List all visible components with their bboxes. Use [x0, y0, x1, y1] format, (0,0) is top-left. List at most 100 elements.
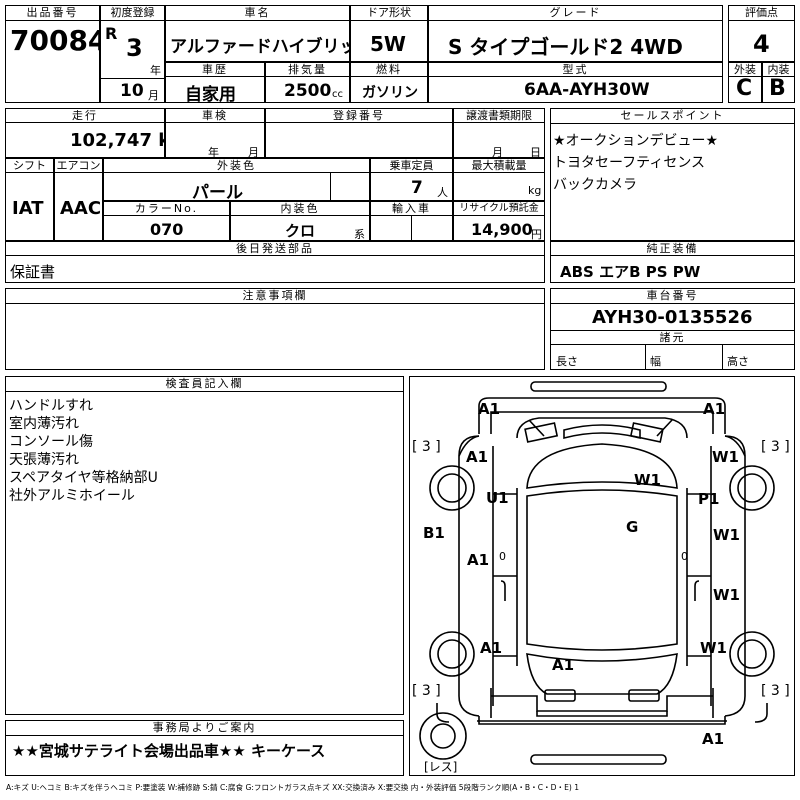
spare-tire-label: [レス]	[424, 760, 458, 774]
later-parts-header: 後日発送部品	[5, 241, 545, 256]
year-unit: 年	[150, 64, 161, 77]
car-diagram-box	[409, 376, 795, 776]
capacity-unit: 人	[437, 186, 448, 199]
damage-code-front-right-bumper: A1	[703, 400, 726, 418]
door-header: ドア形状	[350, 5, 428, 21]
sales-points-box	[550, 108, 795, 241]
tire-depth-rear-left: [ 3 ]	[412, 683, 441, 699]
office-notice: ★★宮城サテライト会場出品車★★ キーケース	[12, 742, 326, 760]
max-load-header: 最大積載量	[453, 158, 545, 173]
grade: S タイプゴールド2 4WD	[448, 35, 683, 59]
damage-code-right-rear-fender: W1	[700, 639, 727, 657]
office-notice-header: 事務局よりご案内	[5, 720, 404, 736]
interior-score: B	[769, 76, 786, 101]
inspector-note-5: スペアタイヤ等格納部U	[9, 470, 158, 486]
length-label: 長さ	[556, 355, 578, 368]
reg-year: 3	[126, 34, 143, 62]
color-number: 070	[150, 220, 184, 239]
transfer-month-unit: 月	[492, 146, 503, 159]
exterior-color-header: 外装色	[103, 158, 370, 173]
inspector-note-3: コンソール傷	[9, 434, 93, 450]
capacity-header: 乗車定員	[370, 158, 453, 173]
damage-code-hood: W1	[634, 471, 661, 489]
width-label: 幅	[650, 355, 661, 368]
equipment-header: 純正装備	[550, 241, 795, 256]
model-code: 6AA-AYH30W	[524, 80, 650, 100]
damage-code-left-sill: B1	[423, 524, 445, 542]
yen-unit: 円	[531, 228, 542, 241]
capacity: 7	[411, 178, 423, 198]
inspector-notes-box	[5, 376, 404, 715]
damage-code-front-left-bumper: A1	[478, 400, 501, 418]
transfer-day-unit: 日	[530, 146, 541, 159]
aircon: AAC	[60, 198, 102, 219]
transfer-deadline-header: 譲渡書類期限	[453, 108, 545, 123]
score-header: 評価点	[728, 5, 795, 21]
damage-code-rear-gate: A1	[552, 656, 575, 674]
later-parts: 保証書	[10, 263, 56, 281]
car-diagram	[419, 381, 775, 765]
sales-point-2: トヨタセーフティセンス	[553, 155, 706, 171]
interior-score-header: 内装	[762, 62, 795, 77]
fuel: ガソリン	[362, 85, 418, 101]
exterior-score: C	[736, 76, 753, 101]
era-mark: R	[105, 24, 118, 43]
interior-color-header: 内装色	[230, 201, 370, 216]
damage-code-right-quarter: W1	[713, 586, 740, 604]
inspector-notes-header: 検査員記入欄	[5, 376, 404, 392]
month-unit: 月	[148, 89, 159, 102]
sales-point-3: バックカメラ	[553, 177, 637, 193]
inspector-note-6: 社外アルミホイール	[9, 488, 135, 504]
score: 4	[753, 30, 770, 58]
inspection-header: 車検	[165, 108, 265, 123]
damage-code-right-door-rear: W1	[713, 526, 740, 544]
color-number-header: カラーNo.	[103, 201, 230, 216]
notes-header: 注意事項欄	[5, 288, 545, 304]
interior-color-suffix: 系	[354, 228, 365, 241]
car-name: アルファードハイブリッド	[170, 37, 374, 57]
displacement-header: 排気量	[265, 62, 350, 77]
lot-number: 70084	[10, 24, 108, 57]
grade-header: グレード	[428, 5, 723, 21]
inspector-note-4: 天張薄汚れ	[9, 452, 79, 468]
interior-color: クロ	[285, 222, 316, 240]
displacement: 2500	[284, 81, 332, 101]
first-registration-header: 初度登録	[100, 5, 165, 21]
chassis-header: 車台番号	[550, 288, 795, 304]
damage-code-left-quarter: A1	[480, 639, 503, 657]
doors: 5W	[370, 32, 406, 56]
recycle-fee: 14,900	[471, 220, 533, 239]
chassis-number: AYH30-0135526	[592, 307, 753, 328]
registration-number-header: 登録番号	[265, 108, 453, 123]
first-registration-box	[100, 5, 165, 103]
exterior-color: パール	[192, 183, 243, 203]
damage-code-rear-bumper: A1	[702, 730, 725, 748]
damage-code-left-front-fender: A1	[466, 448, 489, 466]
shift: IAT	[12, 198, 44, 219]
cc-unit: cc	[332, 89, 343, 100]
history: 自家用	[185, 85, 236, 105]
aircon-header: エアコン	[54, 158, 103, 173]
height-label: 高さ	[727, 355, 749, 368]
damage-code-left-door-rear: A1	[467, 551, 490, 569]
inspection-year-unit: 年	[208, 146, 219, 159]
tire-depth-rear-right: [ 3 ]	[761, 683, 790, 699]
car-name-header: 車名	[165, 5, 350, 21]
mileage-header: 走行	[5, 108, 165, 123]
reg-month: 10	[120, 81, 144, 101]
lot-number-header: 出品番号	[5, 5, 100, 21]
tire-depth-front-right: [ 3 ]	[761, 439, 790, 455]
import-header: 輸入車	[370, 201, 453, 216]
model-code-header: 型式	[428, 62, 723, 77]
sales-point-1: ★オークションデビュー★	[553, 133, 719, 149]
history-header: 車歴	[165, 62, 265, 77]
equipment: ABS エアB PS PW	[560, 263, 701, 281]
damage-code-roof: G	[626, 518, 639, 536]
inspection-month-unit: 月	[248, 146, 259, 159]
damage-legend: A:キズ U:ヘコミ B:キズを伴うヘコミ P:要塗装 W:補修跡 S:錆 C:…	[6, 783, 580, 792]
fuel-header: 燃料	[350, 62, 428, 77]
max-load-unit: kg	[528, 184, 542, 197]
mark-zero-right: 0	[681, 550, 688, 563]
shift-header: シフト	[5, 158, 54, 173]
